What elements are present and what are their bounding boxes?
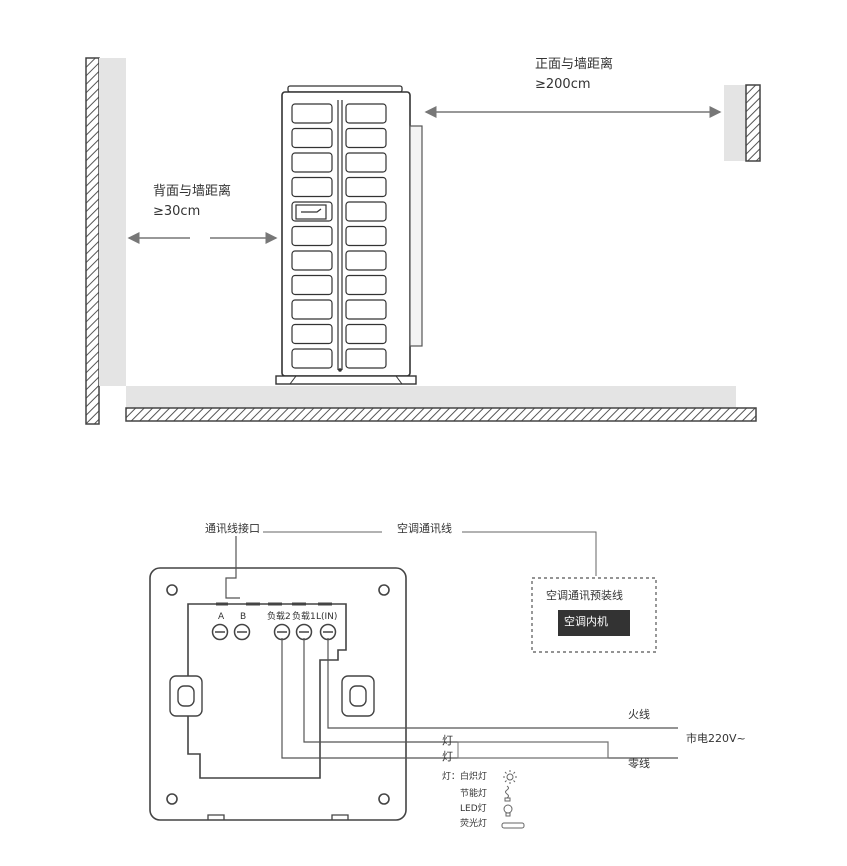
grille-slot xyxy=(345,225,387,247)
front-clearance-value: ≥200cm xyxy=(535,77,591,92)
cfl-bulb-icon xyxy=(504,785,511,802)
front-wall-shade xyxy=(724,85,746,161)
mounting-tab-right xyxy=(341,675,375,717)
lamp-label-2: 灯 xyxy=(442,750,453,763)
mounting-tab-left xyxy=(169,675,203,717)
floor xyxy=(125,407,757,422)
lamp-label-1: 灯 xyxy=(442,734,453,747)
indoor-unit-label: 空调内机 xyxy=(564,615,608,628)
grille-slot xyxy=(345,176,387,198)
back-clearance-value: ≥30cm xyxy=(153,204,201,219)
grille-slot xyxy=(291,299,333,320)
grille-slot xyxy=(345,299,387,320)
wire-live xyxy=(327,638,678,729)
grille-slot xyxy=(345,152,387,173)
grille-slot xyxy=(291,127,333,149)
fluorescent-tube-icon xyxy=(501,822,525,829)
terminal-label-lin: L(IN) xyxy=(316,612,338,622)
live-wire-label: 火线 xyxy=(628,708,650,721)
grille-slot xyxy=(291,348,333,369)
incandescent-bulb-icon xyxy=(503,770,517,784)
wiring-diagram xyxy=(149,531,678,829)
grille-slot xyxy=(345,348,387,369)
prewire-box-label: 空调通讯预装线 xyxy=(546,589,623,602)
grille-slot xyxy=(291,176,333,198)
mains-label: 市电220V~ xyxy=(686,732,746,745)
indoor-unit-badge xyxy=(558,610,630,636)
grille-slot xyxy=(291,323,333,345)
led-bulb-icon xyxy=(503,804,513,817)
front-clearance-label: 正面与墙距离 xyxy=(535,57,614,72)
back-clearance-label: 背面与墙距离 xyxy=(153,184,232,199)
lamp-type-led: LED灯 xyxy=(460,804,487,814)
terminal-label-load1: 负载1 xyxy=(292,612,316,622)
terminal-label-b: B xyxy=(240,612,247,622)
lamp-type-cfl: 节能灯 xyxy=(460,789,488,799)
grille-slot xyxy=(345,250,387,271)
lamp-type-incandescent: 灯：白炽灯 xyxy=(442,772,488,782)
front-wall xyxy=(745,84,761,162)
grille-slot xyxy=(345,103,387,124)
lamp-type-fluorescent: 荧光灯 xyxy=(460,819,488,829)
lamp-load xyxy=(457,741,609,759)
grille-slot xyxy=(291,225,333,247)
installation-clearance-diagram xyxy=(85,57,761,425)
terminal-block xyxy=(187,603,347,779)
terminal-label-load2: 负载2 xyxy=(267,612,291,622)
grille-slot xyxy=(291,274,333,296)
floor-shade xyxy=(126,386,736,408)
grille-slot xyxy=(345,201,387,222)
back-wall xyxy=(85,57,100,425)
grille-slot xyxy=(291,103,333,124)
comm-port-label: 通讯线接口 xyxy=(205,522,260,535)
outdoor-unit xyxy=(275,85,423,385)
neutral-wire-label: 零线 xyxy=(628,757,650,770)
terminal-label-a: A xyxy=(218,612,225,622)
ac-comm-line-label: 空调通讯线 xyxy=(397,522,452,535)
grille-slot xyxy=(291,152,333,173)
grille-slot xyxy=(345,323,387,345)
grille-slot xyxy=(345,274,387,296)
grille-slot xyxy=(345,127,387,149)
back-wall-shade xyxy=(99,58,126,386)
grille-slot xyxy=(291,250,333,271)
